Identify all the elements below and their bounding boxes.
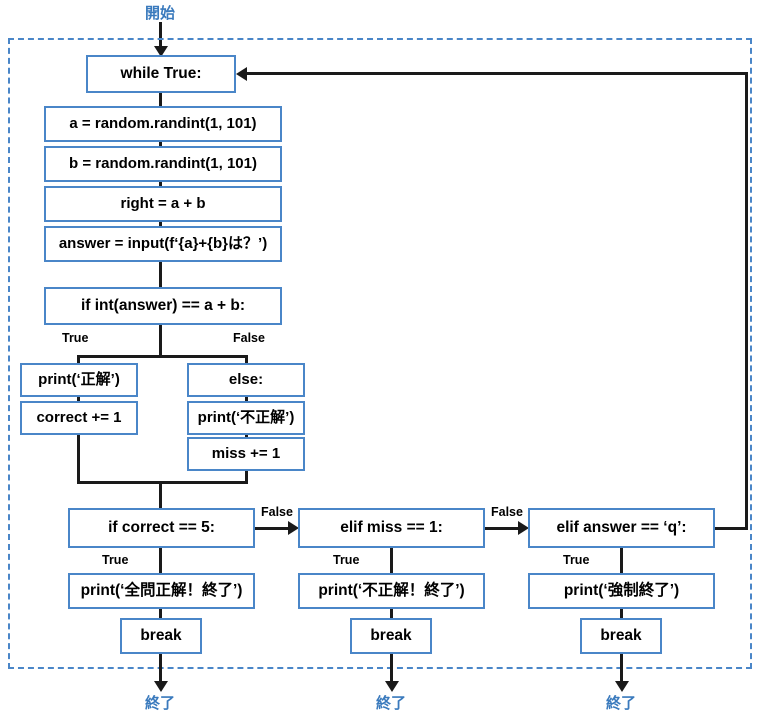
connector-right-to-answer <box>159 222 162 228</box>
arrow-left-icon <box>236 67 247 81</box>
connector-loopback-right-stub <box>715 527 748 530</box>
connector-print-correct-to-inc <box>77 397 80 403</box>
connector-if-false-drop <box>245 355 248 365</box>
node-correct-increment[interactable]: correct += 1 <box>20 401 138 435</box>
node-b-randint-label: b = random.randint(1, 101) <box>69 154 257 172</box>
node-break-3[interactable]: break <box>580 618 662 654</box>
node-a-randint-label: a = random.randint(1, 101) <box>69 114 257 132</box>
node-print-force-end[interactable]: print(‘強制終了’) <box>528 573 715 609</box>
node-miss-increment-label: miss += 1 <box>211 444 281 462</box>
node-break-1[interactable]: break <box>120 618 202 654</box>
connector-break3-to-end <box>620 654 623 687</box>
node-answer-input[interactable]: answer = input(f‘{a}+{b}は？’) <box>44 226 282 262</box>
node-break-3-label: break <box>600 627 642 645</box>
node-if-int-answer[interactable]: if int(answer) == a + b: <box>44 287 282 325</box>
node-print-correct[interactable]: print(‘正解’) <box>20 363 138 397</box>
node-break-2[interactable]: break <box>350 618 432 654</box>
node-print-wrong-end[interactable]: print(‘不正解！終了’) <box>298 573 485 609</box>
node-if-correct-5-label: if correct == 5: <box>108 519 215 537</box>
node-answer-input-label: answer = input(f‘{a}+{b}は？’) <box>58 234 268 252</box>
connector-false-branch-down <box>245 471 248 483</box>
node-if-int-answer-label: if int(answer) == a + b: <box>80 297 246 315</box>
node-a-randint[interactable]: a = random.randint(1, 101) <box>44 106 282 142</box>
arrow-right-icon <box>518 521 529 535</box>
branch-label-if-false: False <box>233 331 265 345</box>
node-correct-increment-label: correct += 1 <box>36 408 122 426</box>
connector-miss1-false <box>485 527 521 530</box>
connector-true-branch-down <box>77 435 80 483</box>
node-miss-increment[interactable]: miss += 1 <box>187 437 305 471</box>
connector-merge-horizontal <box>77 481 248 484</box>
branch-label-miss1-true: True <box>333 553 360 567</box>
node-if-correct-5[interactable]: if correct == 5: <box>68 508 255 548</box>
branch-label-correct5-false: False <box>261 505 293 519</box>
connector-correct5-false <box>255 527 291 530</box>
connector-loopback-horizontal <box>244 72 748 75</box>
connector-if-correct5-true <box>159 548 162 575</box>
node-b-randint[interactable]: b = random.randint(1, 101) <box>44 146 282 182</box>
end-terminal-label-1: 終了 <box>144 695 175 712</box>
connector-start-to-while <box>159 22 162 52</box>
node-print-correct-label: print(‘正解’) <box>38 370 120 388</box>
connector-while-to-a <box>159 93 162 106</box>
branch-label-correct5-true: True <box>102 553 129 567</box>
connector-b-to-right <box>159 182 162 188</box>
node-print-all-correct[interactable]: print(‘全問正解！終了’) <box>68 573 255 609</box>
arrow-right-icon <box>288 521 299 535</box>
end-terminal-label-3: 終了 <box>605 695 636 712</box>
connector-a-to-b <box>159 142 162 148</box>
node-print-force-end-label: print(‘強制終了’) <box>563 582 680 600</box>
node-print-wrong[interactable]: print(‘不正解’) <box>187 401 305 435</box>
node-elif-miss-1-label: elif miss == 1: <box>340 519 443 537</box>
branch-label-answerq-true: True <box>563 553 590 567</box>
start-terminal-label: 開始 <box>144 5 175 22</box>
node-break-2-label: break <box>370 627 412 645</box>
node-right-sum-label: right = a + b <box>120 194 206 212</box>
node-while-true[interactable]: while True: <box>86 55 236 93</box>
node-else[interactable]: else: <box>187 363 305 397</box>
end-terminal-label-2: 終了 <box>375 695 406 712</box>
node-else-label: else: <box>228 370 264 388</box>
node-print-all-correct-label: print(‘全問正解！終了’) <box>80 582 243 600</box>
node-right-sum[interactable]: right = a + b <box>44 186 282 222</box>
node-print-wrong-label: print(‘不正解’) <box>197 408 295 426</box>
connector-else-to-print-wrong <box>245 397 248 403</box>
arrow-down-icon <box>615 681 629 692</box>
connector-print-all-to-break1 <box>159 609 162 620</box>
connector-if-true-drop <box>77 355 80 365</box>
connector-break1-to-end <box>159 654 162 687</box>
connector-elif-miss1-true <box>390 548 393 575</box>
connector-print-wrongend-to-break2 <box>390 609 393 620</box>
connector-loopback-vertical <box>745 72 748 530</box>
node-break-1-label: break <box>140 627 182 645</box>
arrow-down-icon <box>154 46 168 57</box>
connector-answer-to-if <box>159 262 162 287</box>
connector-printforce-to-break3 <box>620 609 623 620</box>
connector-if-stem <box>159 325 162 357</box>
branch-label-miss1-false: False <box>491 505 523 519</box>
branch-label-if-true: True <box>62 331 89 345</box>
connector-if-split-horizontal <box>77 355 248 358</box>
connector-merge-to-if-correct <box>159 481 162 508</box>
node-print-wrong-end-label: print(‘不正解！終了’) <box>318 582 465 600</box>
connector-break2-to-end <box>390 654 393 687</box>
node-elif-answer-q-label: elif answer == ‘q’: <box>556 519 687 537</box>
node-elif-miss-1[interactable]: elif miss == 1: <box>298 508 485 548</box>
node-while-true-label: while True: <box>120 65 202 83</box>
arrow-down-icon <box>154 681 168 692</box>
arrow-down-icon <box>385 681 399 692</box>
connector-elif-answerq-true <box>620 548 623 575</box>
node-elif-answer-q[interactable]: elif answer == ‘q’: <box>528 508 715 548</box>
